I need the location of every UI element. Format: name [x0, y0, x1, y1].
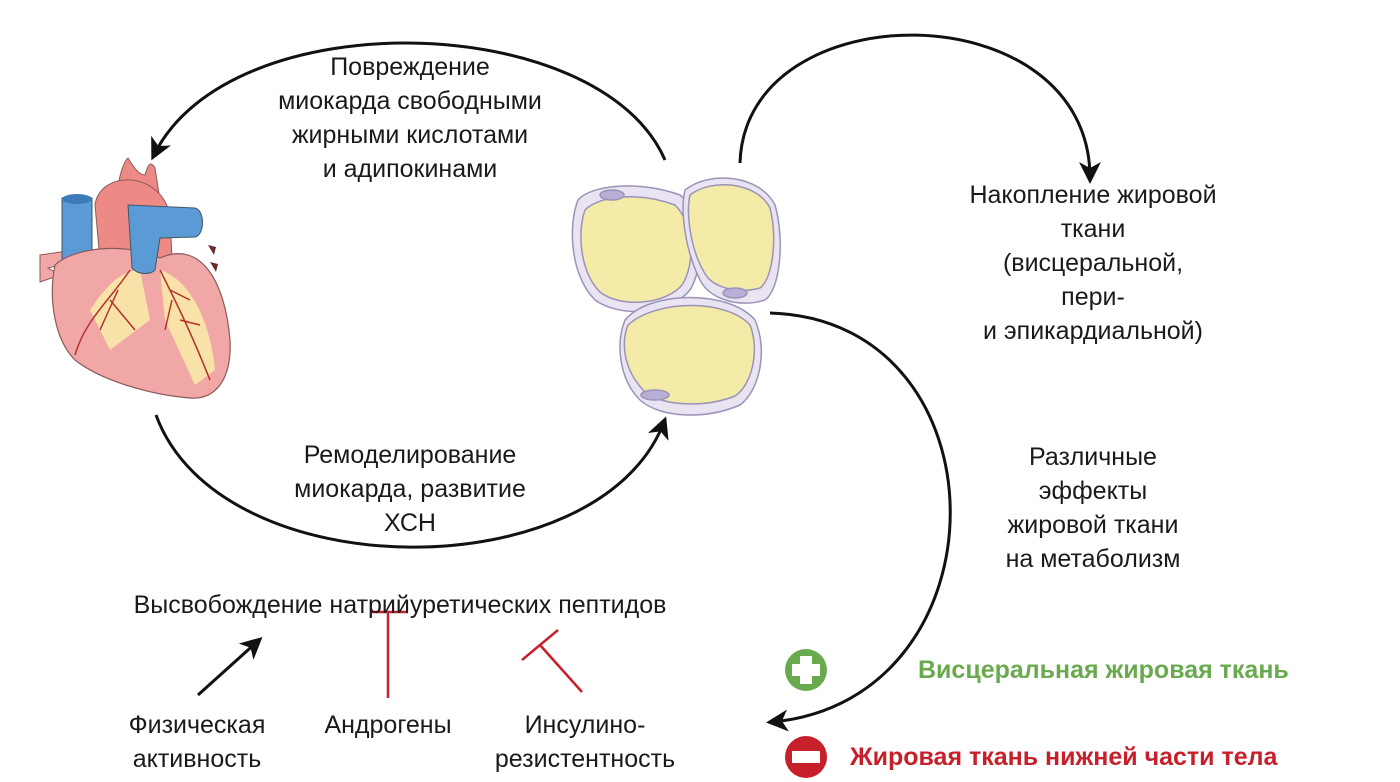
- legend-visceral-fat: Висцеральная жировая ткань: [918, 656, 1289, 684]
- text-line: Накопление жировой: [969, 181, 1217, 209]
- legend-lower-body-fat: Жировая ткань нижней части тела: [850, 743, 1278, 771]
- inhibit-androgens: [370, 610, 408, 698]
- arrow-fat-accumulation: [738, 33, 1101, 184]
- label-androgens: Андрогены: [324, 711, 452, 739]
- text-line: Ремоделирование: [303, 441, 517, 469]
- text-line: Инсулино-: [524, 711, 646, 739]
- label-peptides: Высвобождение натрийуретических пептидов: [133, 591, 667, 619]
- label-myocardial-damage: Повреждение миокарда свободными жирными …: [250, 50, 570, 186]
- text-line: пери-: [1061, 283, 1125, 311]
- text-line: на метаболизм: [1005, 545, 1181, 573]
- arrow-heart-to-fat: [154, 414, 669, 549]
- minus-circle-icon: [785, 736, 827, 778]
- text-line: (висцеральной,: [1002, 249, 1184, 277]
- label-metabolic-effects: Различные эффекты жировой ткани на метаб…: [963, 440, 1223, 576]
- text-line: активность: [132, 745, 262, 773]
- arrow-metabolic-effects: [766, 311, 952, 732]
- text-line: ХСН: [384, 509, 436, 537]
- text-line: миокарда свободными: [278, 87, 542, 115]
- arrow-activity: [196, 636, 263, 697]
- text-line: Различные: [1029, 443, 1157, 471]
- plus-circle-icon: [785, 649, 827, 691]
- fat-cells-illustration: [571, 177, 781, 416]
- text-line: миокарда, развитие: [294, 475, 526, 503]
- text-line: жировой ткани: [1007, 511, 1179, 539]
- label-remodeling: Ремоделирование миокарда, развитие ХСН: [250, 438, 570, 540]
- inhibit-insulin: [521, 629, 583, 693]
- label-insulin-resistance: Инсулино- резистентность: [485, 708, 685, 776]
- label-fat-accumulation: Накопление жировой ткани (висцеральной, …: [943, 178, 1243, 348]
- label-physical-activity: Физическая активность: [97, 708, 297, 776]
- text-line: жирными кислотами: [291, 121, 529, 149]
- arrow-fat-to-heart: [151, 41, 667, 161]
- text-line: Повреждение: [330, 53, 490, 81]
- text-line: и адипокинами: [322, 155, 498, 183]
- text-line: резистентность: [494, 745, 676, 773]
- text-line: и эпикардиальной): [983, 317, 1203, 345]
- text-line: Физическая: [128, 711, 266, 739]
- text-line: ткани: [1060, 215, 1126, 243]
- heart-illustration: [39, 157, 231, 399]
- text-line: эффекты: [1038, 477, 1148, 505]
